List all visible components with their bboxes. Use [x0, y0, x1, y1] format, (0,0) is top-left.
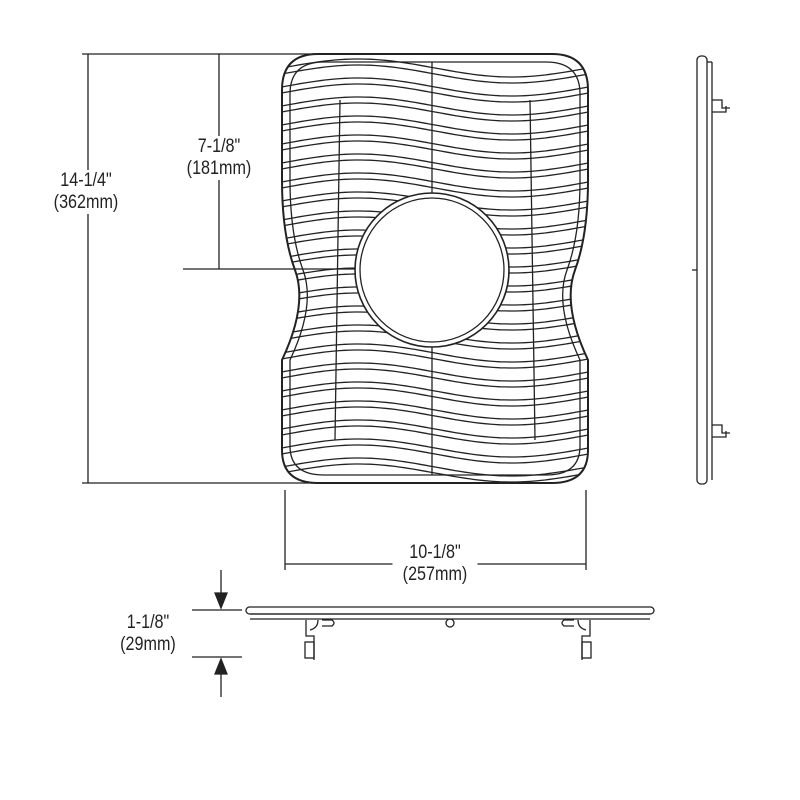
- depth-label: 1-1/8" (29mm): [106, 612, 191, 656]
- wire-line: [282, 172, 588, 192]
- overall-height-imperial: 14-1/4": [60, 170, 112, 191]
- width-label: 10-1/8" (257mm): [392, 542, 478, 586]
- grid-front-view: [245, 606, 655, 660]
- wire-line: [282, 419, 588, 439]
- wire-line: [282, 115, 588, 135]
- overall-height-metric: (362mm): [53, 192, 119, 213]
- width-imperial: 10-1/8": [409, 542, 461, 563]
- center-height-imperial: 7-1/8": [197, 136, 241, 157]
- wire-line: [282, 406, 588, 426]
- wire-line: [282, 438, 588, 458]
- dimension-lines: [82, 53, 587, 697]
- grid-side-view: [692, 55, 730, 485]
- wire-line: [282, 58, 588, 78]
- grid-top-view: [281, 53, 589, 484]
- center-height-label: 7-1/8" (181mm): [176, 136, 262, 180]
- wire-line: [282, 425, 588, 445]
- width-metric: (257mm): [402, 564, 468, 585]
- wire-line: [282, 134, 588, 154]
- wire-line: [282, 77, 588, 97]
- support-rail: [334, 99, 341, 441]
- wire-line: [282, 140, 588, 160]
- wire-line: [282, 368, 588, 388]
- wire-line: [282, 159, 588, 179]
- wire-line: [282, 343, 588, 363]
- depth-imperial: 1-1/8": [126, 612, 170, 633]
- wire-line: [282, 463, 588, 483]
- overall-height-label: 14-1/4" (362mm): [43, 170, 129, 214]
- wire-line: [282, 362, 588, 382]
- support-rail: [529, 99, 536, 441]
- wire-line: [282, 444, 588, 464]
- wire-line: [282, 387, 588, 407]
- wire-line: [282, 153, 588, 173]
- wire-line: [282, 381, 588, 401]
- wire-line: [282, 121, 588, 141]
- wire-line: [282, 178, 588, 198]
- wire-line: [282, 64, 588, 84]
- wire-line: [282, 83, 588, 103]
- wire-line: [282, 349, 588, 369]
- wire-line: [282, 400, 588, 420]
- center-height-metric: (181mm): [186, 158, 252, 179]
- wire-line: [282, 96, 588, 116]
- depth-metric: (29mm): [120, 634, 176, 655]
- wire-line: [282, 102, 588, 122]
- wire-line: [282, 457, 588, 477]
